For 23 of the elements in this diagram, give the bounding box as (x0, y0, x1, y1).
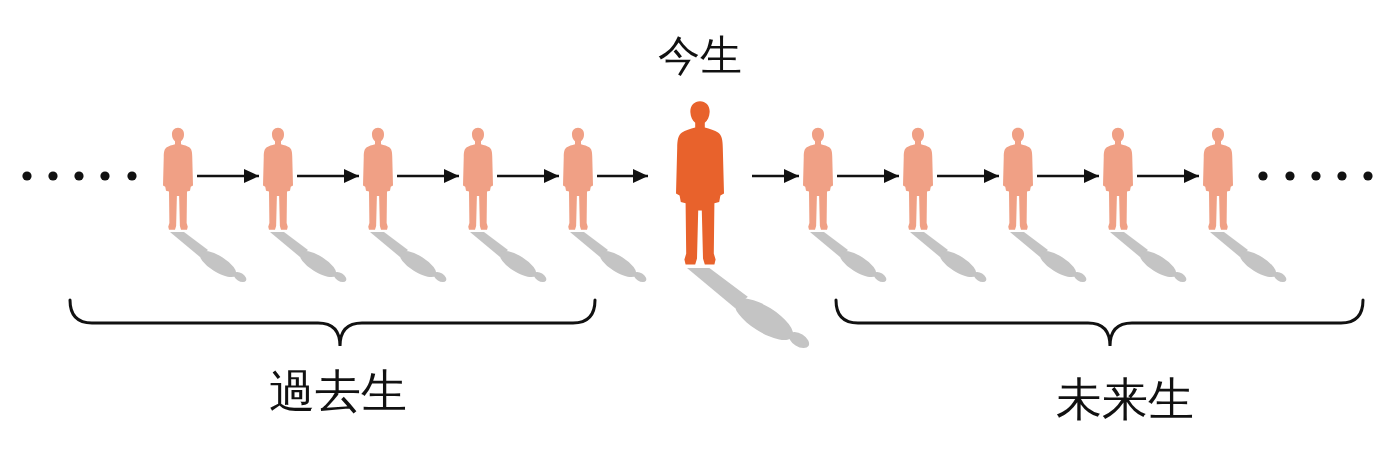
group-label: 過去生 (269, 366, 407, 416)
arrow (837, 169, 899, 183)
arrow (1137, 169, 1199, 183)
group-label: 未来生 (1056, 374, 1194, 424)
arrow (937, 169, 999, 183)
arrow (752, 169, 799, 183)
person-silhouette (263, 127, 293, 232)
arrow (1037, 169, 1099, 183)
arrow (497, 169, 559, 183)
person-silhouette (803, 127, 833, 232)
person-silhouette (363, 127, 393, 232)
person-silhouette (463, 127, 493, 232)
arrow (397, 169, 459, 183)
person-silhouette (1103, 127, 1133, 232)
person-silhouette (1003, 127, 1033, 232)
person-silhouette (903, 127, 933, 232)
arrow (597, 169, 648, 183)
person-label: 今生 (658, 34, 742, 78)
arrow (297, 169, 359, 183)
arrow (197, 169, 259, 183)
person-silhouette (163, 127, 193, 232)
person-silhouette (1203, 127, 1233, 232)
person-silhouette (563, 127, 593, 232)
